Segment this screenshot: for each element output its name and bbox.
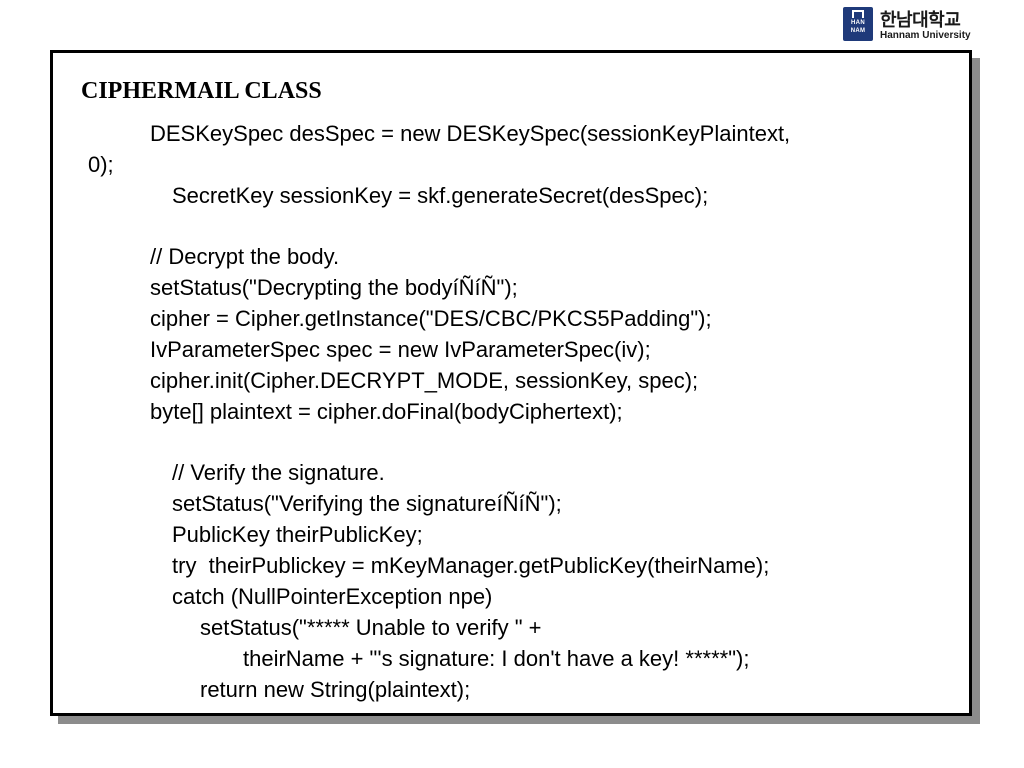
code-line: setStatus("Verifying the signatureíÑíÑ")…: [172, 491, 562, 516]
emblem-building-icon: [852, 10, 864, 18]
code-line: return new String(plaintext);: [200, 677, 471, 702]
code-line: // Decrypt the body.: [150, 244, 340, 269]
emblem-text-han: HAN: [851, 20, 865, 26]
code-line: setStatus("***** Unable to verify " +: [200, 615, 542, 640]
code-line: byte[] plaintext = cipher.doFinal(bodyCi…: [150, 399, 623, 424]
code-line: IvParameterSpec spec = new IvParameterSp…: [150, 337, 651, 362]
content-frame: CIPHERMAIL CLASS DESKeySpec desSpec = ne…: [50, 50, 972, 716]
code-line: PublicKey theirPublicKey;: [172, 522, 423, 547]
university-emblem-icon: HAN NAM: [843, 7, 873, 41]
code-line: // Verify the signature.: [172, 460, 385, 485]
university-name-korean: 한남대학교: [880, 10, 961, 31]
slide-title: CIPHERMAIL CLASS: [81, 78, 322, 104]
code-line: cipher.init(Cipher.DECRYPT_MODE, session…: [150, 368, 699, 393]
code-line: catch (NullPointerException npe): [172, 584, 493, 609]
code-line: setStatus("Decrypting the bodyíÑíÑ");: [150, 275, 518, 300]
university-logo: HAN NAM 한남대학교 Hannam University: [843, 7, 983, 43]
code-line: theirName + "'s signature: I don't have …: [243, 646, 750, 671]
code-block: DESKeySpec desSpec = new DESKeySpec(sess…: [53, 53, 969, 713]
code-line: 0);: [88, 152, 114, 177]
emblem-text-nam: NAM: [850, 28, 866, 34]
code-line: DESKeySpec desSpec = new DESKeySpec(sess…: [150, 121, 791, 146]
code-line: try theirPublickey = mKeyManager.getPubl…: [172, 553, 770, 578]
code-line: cipher = Cipher.getInstance("DES/CBC/PKC…: [150, 306, 712, 331]
university-name-english: Hannam University: [880, 30, 971, 41]
code-line: SecretKey sessionKey = skf.generateSecre…: [172, 183, 709, 208]
